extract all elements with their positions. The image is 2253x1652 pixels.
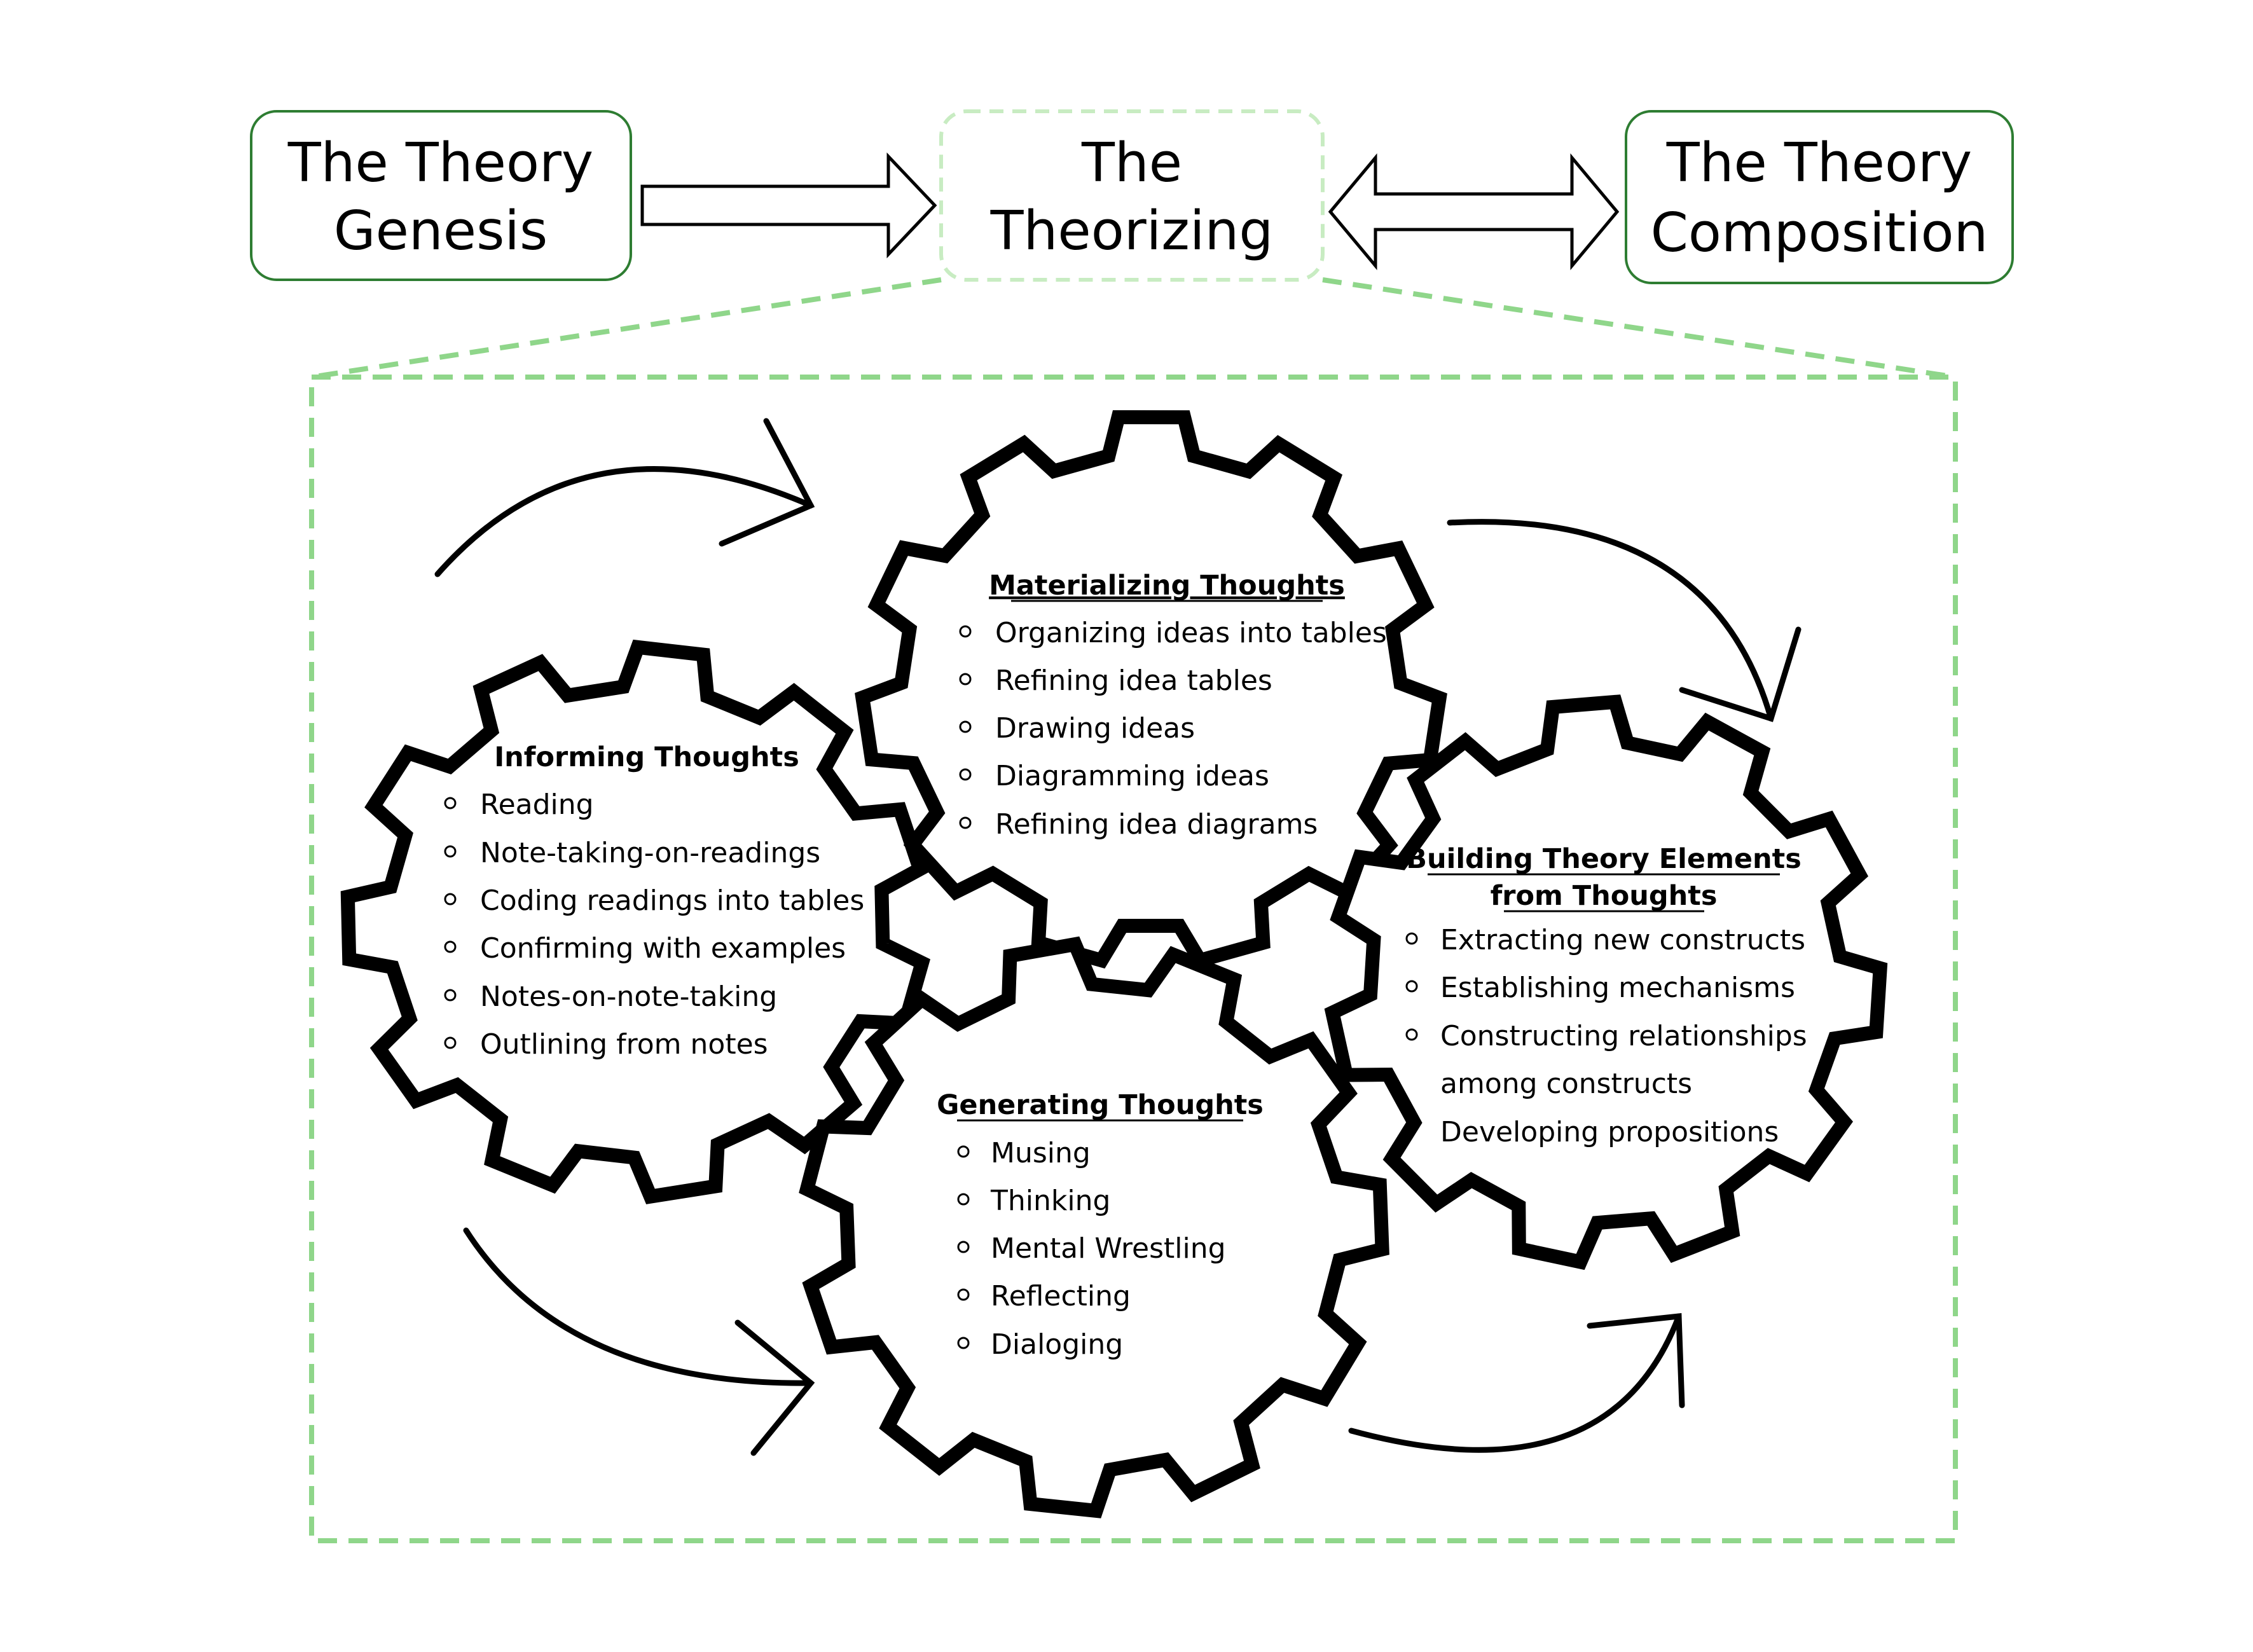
gear-materializing-item: Organizing ideas into tables xyxy=(995,617,1387,649)
bullet-marker xyxy=(957,1193,970,1206)
bullet-marker xyxy=(957,1288,970,1301)
bullet-marker xyxy=(1405,932,1418,945)
gear-generating-text: Generating Thoughts Musing Thinking Ment… xyxy=(937,1089,1264,1361)
gear-materializing-item: Drawing ideas xyxy=(995,712,1195,745)
stage-composition-line2: Composition xyxy=(1651,202,1988,265)
gear-materializing-item: Refining idea diagrams xyxy=(995,808,1318,841)
gear-building-item: among constructs xyxy=(1440,1068,1692,1100)
cycle-arrow-top-left xyxy=(434,418,815,577)
bullet-marker xyxy=(959,625,972,638)
stage-genesis-line1: The Theory xyxy=(287,132,593,195)
stage-theorizing-line2: Theorizing xyxy=(990,200,1274,263)
theorizing-detail-frame xyxy=(309,277,1958,1543)
gear-informing-item: Coding readings into tables xyxy=(480,885,864,917)
stage-genesis: The Theory Genesis xyxy=(250,110,632,281)
gear-building-title-line2: from Thoughts xyxy=(1491,880,1718,912)
stage-theorizing-line1: The xyxy=(1081,132,1182,195)
gear-generating-item: Thinking xyxy=(990,1185,1110,1217)
gear-informing-text: Informing Thoughts Reading Note-taking-o… xyxy=(444,741,864,1061)
gear-informing-item: Outlining from notes xyxy=(480,1028,768,1061)
gear-building xyxy=(1324,694,1888,1270)
gear-generating-item: Mental Wrestling xyxy=(991,1232,1226,1265)
stage-genesis-line2: Genesis xyxy=(334,200,548,263)
right-block-arrow xyxy=(640,152,937,259)
gear-building-text: Building Theory Elements from Thoughts E… xyxy=(1405,843,1807,1148)
gear-building-item: Developing propositions xyxy=(1440,1116,1779,1148)
gear-informing-title: Informing Thoughts xyxy=(494,741,799,773)
bullet-marker xyxy=(957,1145,970,1158)
gear-generating-item: Dialoging xyxy=(991,1328,1123,1361)
bullet-marker xyxy=(957,1337,970,1349)
bullet-marker xyxy=(444,845,457,858)
gear-materializing-item: Refining idea tables xyxy=(995,664,1272,697)
gear-materializing-item: Diagramming ideas xyxy=(995,760,1269,792)
stage-composition-line1: The Theory xyxy=(1666,132,1972,195)
stage-composition: The Theory Composition xyxy=(1625,110,2014,284)
cycle-arrow-bottom-right xyxy=(1348,1313,1685,1453)
gear-generating xyxy=(799,936,1389,1518)
gear-building-item: Extracting new constructs xyxy=(1440,924,1805,956)
gear-materializing-title: Materializing Thoughts xyxy=(989,570,1345,602)
bullet-marker xyxy=(444,940,457,953)
stage-theorizing: The Theorizing xyxy=(939,109,1325,282)
gear-building-item: Establishing mechanisms xyxy=(1440,972,1795,1004)
bullet-marker xyxy=(444,893,457,905)
bullet-marker xyxy=(1405,980,1418,993)
bullet-marker xyxy=(959,816,972,829)
bullet-marker xyxy=(444,797,457,809)
cycle-arrow-top-right xyxy=(1447,519,1802,722)
double-block-arrow xyxy=(1328,153,1620,270)
bullet-marker xyxy=(959,768,972,781)
gear-generating-item: Musing xyxy=(991,1137,1091,1169)
gear-informing-item: Confirming with examples xyxy=(480,932,846,965)
bullet-marker xyxy=(959,720,972,733)
bullet-marker xyxy=(1405,1028,1418,1041)
bullet-marker xyxy=(444,989,457,1002)
gear-generating-item: Reflecting xyxy=(991,1280,1131,1312)
bullet-marker xyxy=(957,1241,970,1253)
gear-building-title-line1: Building Theory Elements xyxy=(1406,843,1802,875)
gear-informing-item: Notes-on-note-taking xyxy=(480,981,777,1013)
gear-building-item: Constructing relationships xyxy=(1440,1020,1807,1052)
cycle-arrow-bottom-left xyxy=(463,1227,815,1456)
gear-materializing-text: Materializing Thoughts Organizing ideas … xyxy=(959,570,1387,841)
bullet-marker xyxy=(444,1036,457,1049)
gear-informing-item: Reading xyxy=(480,788,594,821)
cycle-arrows xyxy=(434,418,1802,1456)
bullet-marker xyxy=(959,673,972,685)
gear-informing-item: Note-taking-on-readings xyxy=(480,837,820,869)
gear-generating-title: Generating Thoughts xyxy=(937,1089,1264,1121)
gear-informing xyxy=(340,639,930,1204)
